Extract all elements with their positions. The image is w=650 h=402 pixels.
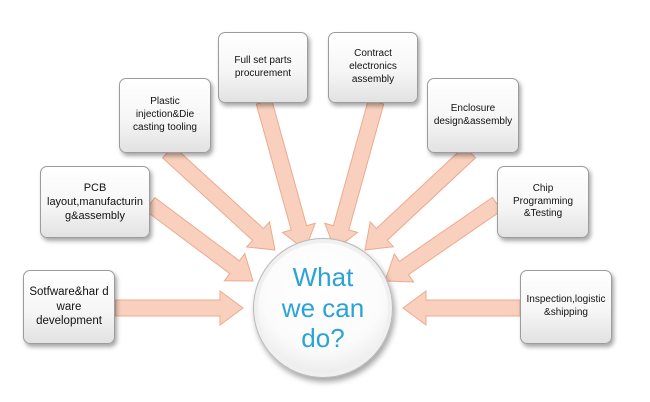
service-label: Chip Programming &Testing (512, 182, 574, 220)
service-box-enclosure: Enclosure design&assembly (427, 78, 519, 153)
service-box-parts-procurement: Full set parts procurement (218, 32, 308, 103)
arrow-software (114, 290, 244, 326)
service-box-plastic-injection: Plastic injection&Die casting tooling (119, 78, 211, 153)
service-label: Enclosure design&assembly (433, 102, 513, 127)
service-label: Full set parts procurement (234, 54, 292, 79)
arrow-chip (384, 196, 503, 283)
arrow-inspection (402, 290, 521, 326)
service-label: Inspection,logistic &shipping (526, 294, 606, 318)
service-label: PCB layout,manufacturin g&assembly (47, 181, 143, 223)
service-box-software-hardware: Sotfware&har d ware development (23, 270, 115, 344)
arrow-plastic (161, 145, 276, 251)
service-box-inspection: Inspection,logistic &shipping (520, 270, 612, 344)
center-circle: What we can do? (253, 238, 393, 378)
arrow-procurement (255, 99, 317, 251)
arrow-enclosure (364, 145, 477, 251)
arrow-pcb (144, 196, 254, 282)
service-label: Contract electronics assembly (349, 48, 397, 85)
service-box-pcb: PCB layout,manufacturin g&assembly (40, 166, 150, 238)
center-title: What we can do? (281, 261, 365, 354)
service-box-contract-assembly: Contract electronics assembly (328, 32, 418, 103)
service-label: Sotfware&har d ware development (29, 285, 109, 328)
service-box-chip-programming: Chip Programming &Testing (497, 166, 589, 238)
service-label: Plastic injection&Die casting tooling (133, 96, 197, 133)
